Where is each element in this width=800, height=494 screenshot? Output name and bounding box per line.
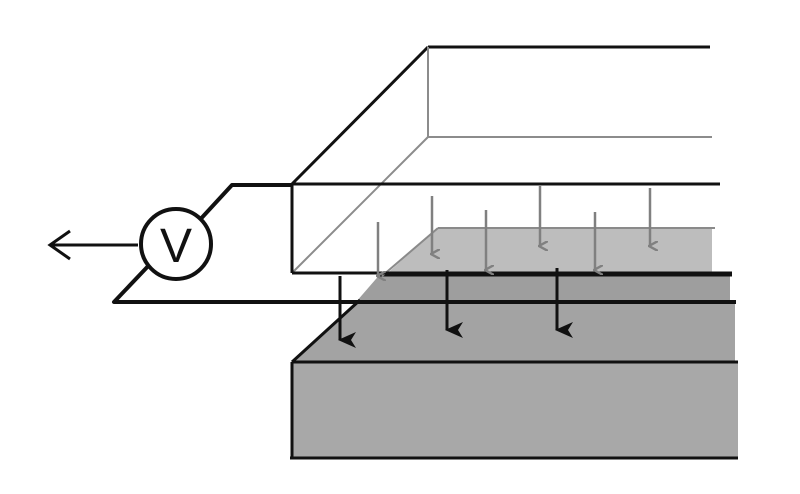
top-plate (290, 45, 732, 275)
top-plate-diagonal-edge (290, 45, 430, 186)
voltmeter: V (139, 207, 213, 281)
substrate-diagonal-edge (290, 298, 362, 364)
circuit-wire-bottom (112, 260, 360, 304)
voltmeter-circle (139, 207, 213, 281)
voltmeter-symbol: V (160, 220, 192, 273)
substrate-top-face-light (382, 228, 730, 278)
top-plate-inner-diagonal (291, 136, 429, 274)
voltmeter-circuit (112, 183, 736, 304)
substrate-top-face-dark (292, 302, 735, 362)
output-arrow (47, 229, 138, 261)
substrate-block (290, 227, 738, 460)
substrate-electrode-layer (356, 272, 730, 302)
output-arrow-head (47, 229, 71, 261)
substrate-back-diagonal (381, 227, 439, 277)
substrate-front-face (292, 362, 738, 458)
circuit-wire-top (194, 183, 292, 226)
field-arrows-gray (378, 186, 650, 276)
